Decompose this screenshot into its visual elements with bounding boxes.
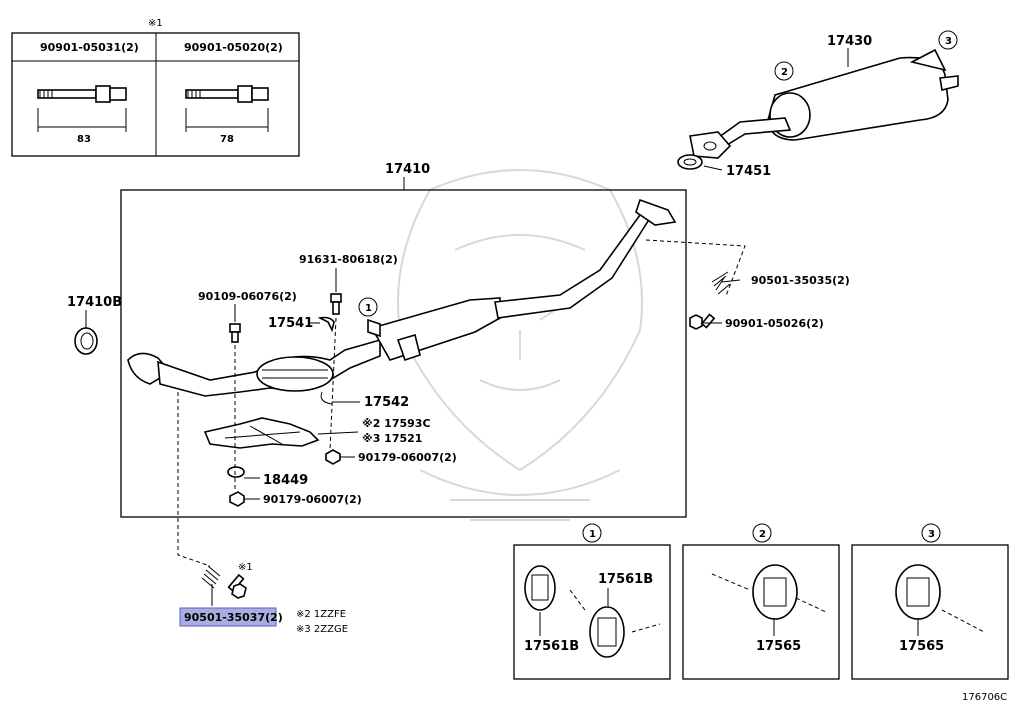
part-17410b-label: 17410B	[67, 295, 122, 310]
clamp-17541-icon	[317, 316, 335, 333]
hanger-17561b-icon-right	[589, 606, 625, 658]
table-part-2: 90901-05020(2)	[184, 41, 283, 54]
highlighted-part-box[interactable]	[179, 607, 277, 627]
hanger-17565-icon-2	[752, 564, 798, 620]
part-90901-label: 90901-05026(2)	[725, 317, 824, 330]
bolt-detail-table: ※1 90901-05031(2) 90901-05020(2) 83 78	[11, 18, 300, 157]
circle-marker-3-top: 3	[938, 30, 958, 50]
note-mark-1: ※1	[238, 562, 253, 573]
part-90179-lower-label: 90179-06007(2)	[263, 493, 362, 506]
part-17593c-label: ※2 17593C	[362, 417, 431, 430]
part-90501-35035-label: 90501-35035(2)	[751, 274, 850, 287]
svg-text:2: 2	[759, 529, 766, 540]
inset-2-label: 17565	[756, 639, 801, 654]
svg-text:1: 1	[365, 303, 372, 314]
part-91631-label: 91631-80618(2)	[299, 253, 398, 266]
inset-1-label-right: 17561B	[598, 572, 653, 587]
part-90501-35037-label[interactable]: 90501-35037(2)	[184, 611, 283, 624]
part-17521-label: ※3 17521	[362, 432, 422, 445]
part-18449-label: 18449	[263, 473, 308, 488]
part-17542-label: 17542	[364, 395, 409, 410]
note-1zzfe: ※2 1ZZFE	[296, 609, 346, 620]
svg-text:3: 3	[928, 529, 935, 540]
table-length-1: 83	[77, 134, 91, 145]
exhaust-pipe-assembly-box	[120, 189, 687, 518]
circle-marker-1-main: 1	[358, 297, 378, 317]
inset-3-hanger: 3 17565	[851, 523, 1009, 680]
nut-90179-icon-right	[325, 449, 341, 465]
inset-1-label-left: 17561B	[524, 639, 579, 654]
bracket-17542-icon	[320, 391, 333, 405]
gasket-17410b-icon	[74, 327, 98, 355]
inset-1-hangers: 1 17561B 17561B	[513, 523, 671, 680]
svg-text:3: 3	[945, 36, 952, 47]
part-90179-right-label: 90179-06007(2)	[358, 451, 457, 464]
spring-bolt-90501-35037-icon	[201, 565, 247, 606]
table-part-1: 90901-05031(2)	[40, 41, 139, 54]
heat-insulator-17593c	[203, 417, 320, 449]
part-90109-label: 90109-06076(2)	[198, 290, 297, 303]
part-17430-label: 17430	[827, 34, 872, 49]
part-17541-label: 17541	[268, 316, 313, 331]
stud-bolt-78-icon	[185, 85, 269, 132]
circle-marker-2-top: 2	[774, 61, 794, 81]
inset-2-hanger: 2 17565	[682, 523, 840, 680]
table-length-2: 78	[220, 134, 234, 145]
bolt-91631-icon	[330, 293, 342, 315]
nut-90179-icon-lower	[229, 491, 245, 507]
inset-3-label: 17565	[899, 639, 944, 654]
spring-bolt-90501-icon	[711, 271, 741, 295]
diagram-code: 176706C	[962, 692, 1007, 703]
tailpipe-muffler-assembly	[677, 48, 959, 170]
part-17410-label: 17410	[385, 162, 430, 177]
front-exhaust-pipe	[127, 198, 677, 397]
bolt-90901-icon	[689, 313, 716, 330]
bolt-90109-icon	[229, 323, 241, 343]
hanger-17565-icon-3	[895, 564, 941, 620]
note-2zzge: ※3 2ZZGE	[296, 624, 348, 635]
svg-text:2: 2	[781, 67, 788, 78]
gasket-18449-icon	[227, 466, 245, 478]
svg-text:1: 1	[589, 529, 596, 540]
table-note-mark: ※1	[148, 18, 163, 29]
stud-bolt-83-icon	[37, 85, 127, 132]
part-17451-label: 17451	[726, 164, 771, 179]
hanger-17561b-icon-left	[524, 565, 556, 611]
